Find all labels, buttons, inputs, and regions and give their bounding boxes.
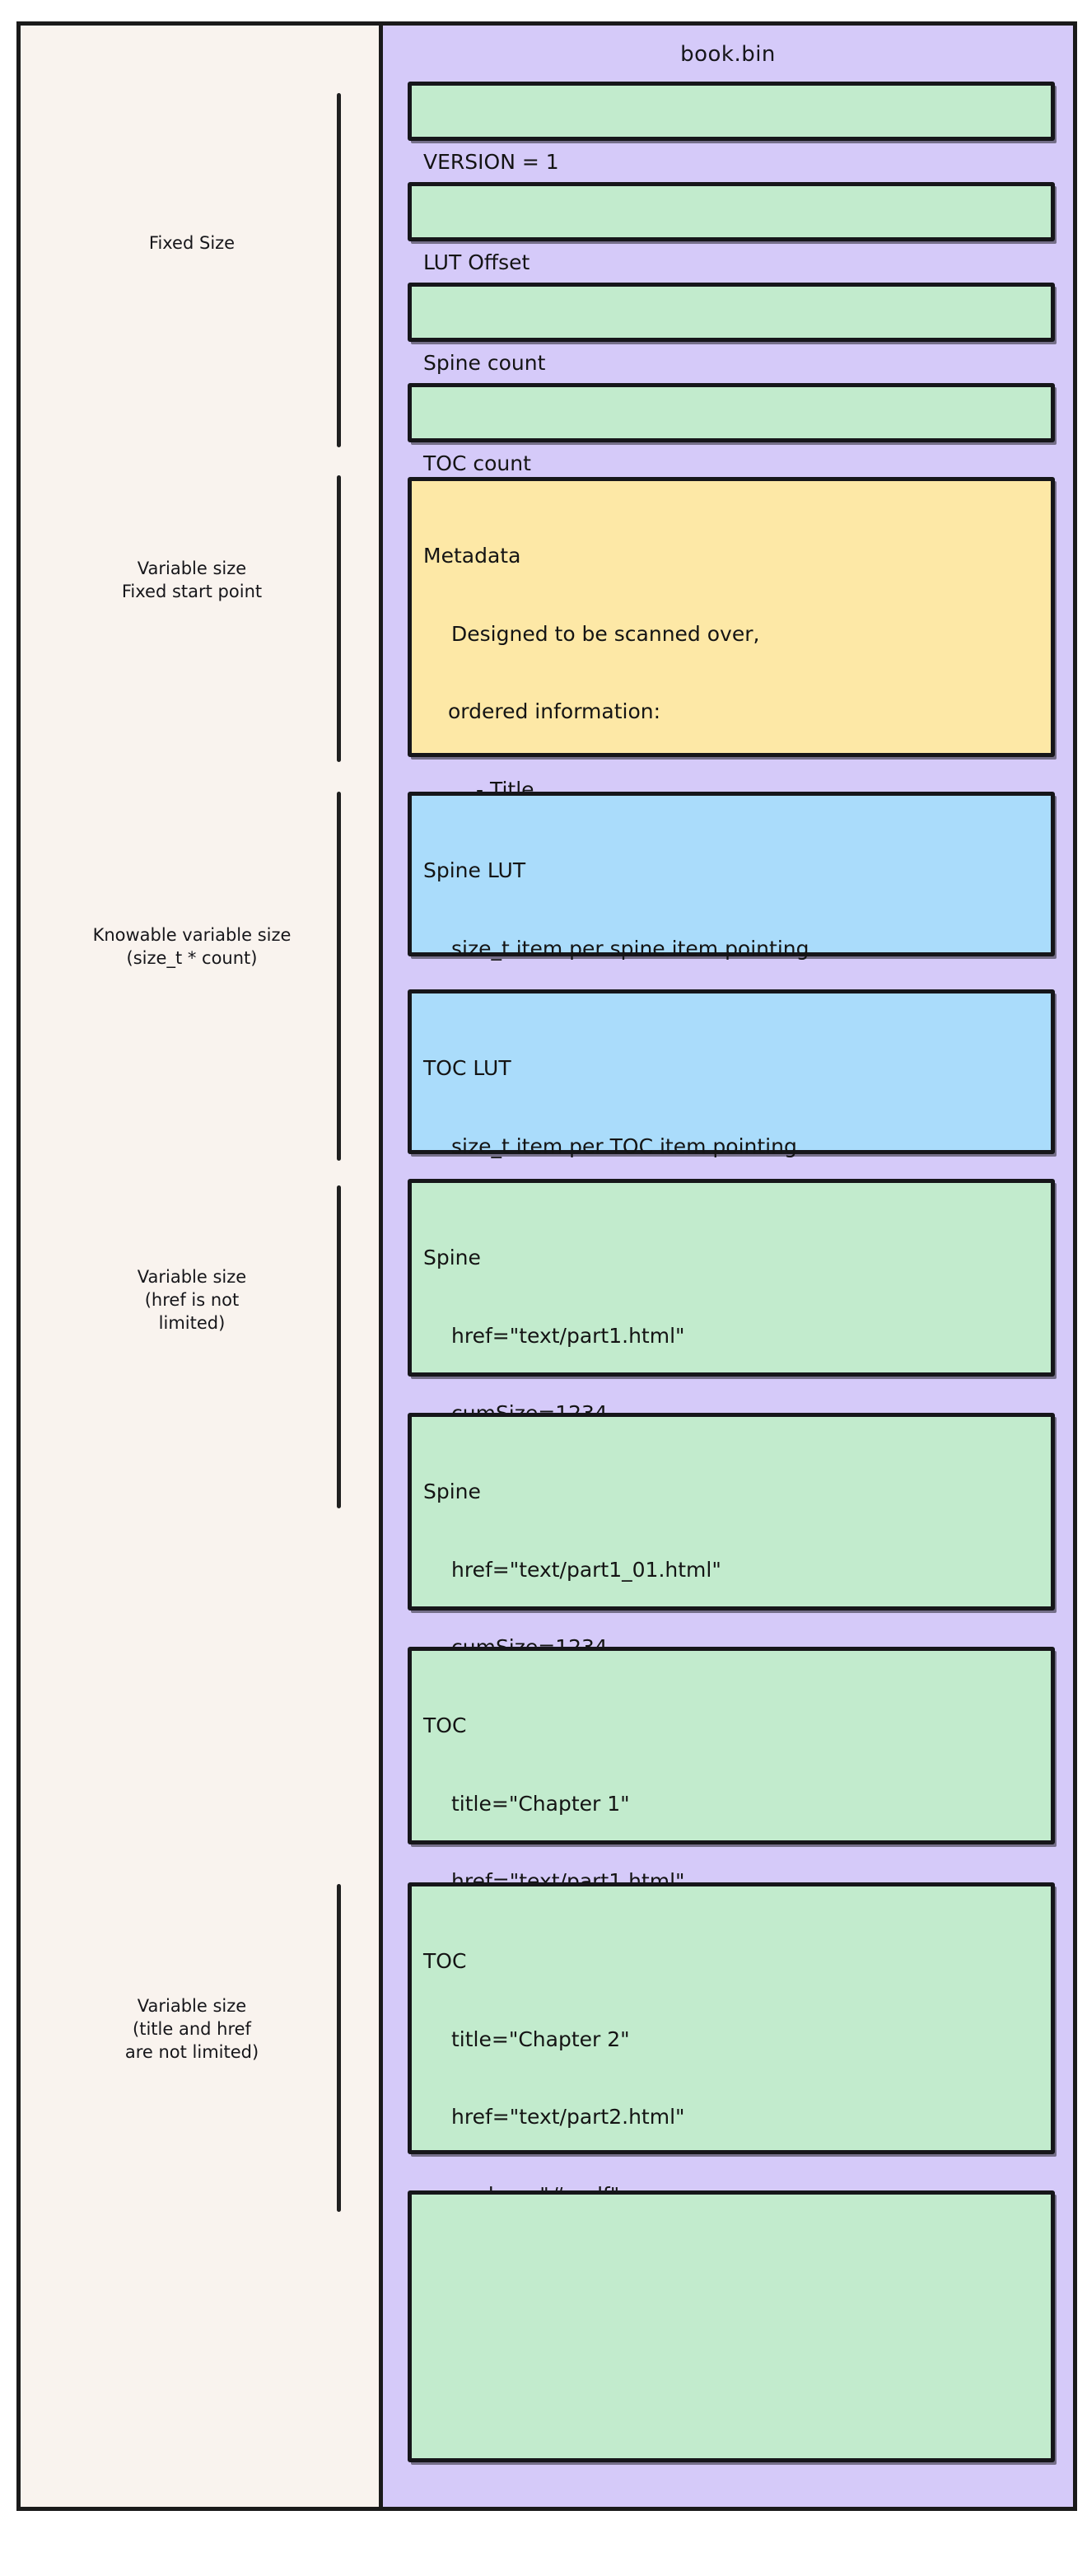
record-line: TOC count bbox=[423, 451, 531, 475]
file-title: book.bin bbox=[680, 42, 776, 67]
record-line: VERSION = 1 bbox=[423, 150, 559, 174]
record-toc-lut: TOC LUT size_t item per TOC item pointin… bbox=[408, 989, 1055, 1236]
group-label-fixed-size: Fixed Size bbox=[148, 233, 236, 253]
record-line: LUT Offset bbox=[423, 250, 530, 274]
record-line: Designed to be scanned over, bbox=[451, 621, 760, 646]
bracket-fixed-size bbox=[337, 93, 341, 447]
record-spine-count: Spine count bbox=[408, 283, 1055, 375]
record-version: VERSION = 1 bbox=[408, 82, 1055, 174]
record-line: Metadata bbox=[423, 544, 521, 568]
record-line: Spine LUT bbox=[423, 858, 526, 882]
record-line: href="text/part1.html" bbox=[451, 1323, 685, 1348]
record-line: title="Chapter 2" bbox=[451, 2027, 630, 2051]
record-lut-offset: LUT Offset bbox=[408, 182, 1055, 274]
group-label-variable-href: Variable size (href is not limited) bbox=[137, 1267, 247, 1334]
record-spine-3: TOC title="Chapter 1" href="text/part1.h… bbox=[408, 1647, 1055, 1971]
record-line: Spine bbox=[423, 1480, 481, 1503]
record-line: TOC bbox=[423, 1949, 467, 1973]
record-spine-count-lines: Spine count bbox=[412, 287, 1051, 442]
record-spine-1: Spine href="text/part1.html" cumSize=123… bbox=[408, 1179, 1055, 1503]
record-toc-count: TOC count bbox=[408, 383, 1055, 475]
record-line: Spine bbox=[423, 1246, 481, 1269]
record-line: href="text/part2.html" bbox=[451, 2105, 685, 2129]
bracket-knowable-variable bbox=[337, 792, 341, 1161]
annotation-panel: Fixed Size Variable size Fixed start poi… bbox=[21, 26, 383, 2507]
group-label-variable-fixed-start: Variable size Fixed start point bbox=[121, 559, 263, 602]
record-line: title="Chapter 1" bbox=[451, 1791, 630, 1816]
record-version-lines: VERSION = 1 bbox=[412, 86, 1051, 241]
record-toc-1: TOC title="Chapter 2" href="text/part2.h… bbox=[408, 1882, 1055, 2363]
record-line: TOC bbox=[423, 1713, 467, 1737]
record-lut-offset-lines: LUT Offset bbox=[412, 186, 1051, 341]
record-line: Spine count bbox=[423, 351, 546, 375]
record-toc-2-lines bbox=[412, 2195, 1051, 2576]
record-line: ordered information: bbox=[448, 699, 661, 723]
group-label-knowable-variable: Knowable variable size (size_t * count) bbox=[92, 925, 292, 969]
bracket-variable-fixed-start bbox=[337, 475, 341, 762]
record-toc-2 bbox=[408, 2190, 1055, 2462]
record-spine-lut: Spine LUT size_t item per spine item poi… bbox=[408, 792, 1055, 1038]
file-layout-panel: book.bin VERSION = 1 LUT Offset Spine co… bbox=[383, 26, 1073, 2507]
group-label-variable-title-href: Variable size (title and href are not li… bbox=[124, 1996, 259, 2063]
diagram-frame: Fixed Size Variable size Fixed start poi… bbox=[16, 21, 1077, 2511]
record-line: size_t item per TOC item pointing bbox=[451, 1134, 797, 1158]
bracket-variable-title-href bbox=[337, 1884, 341, 2212]
record-line: size_t item per spine item pointing bbox=[451, 936, 809, 961]
record-toc-count-lines: TOC count bbox=[412, 387, 1051, 542]
record-line: href="text/part1_01.html" bbox=[451, 1557, 721, 1582]
record-line: TOC LUT bbox=[423, 1056, 511, 1080]
bracket-variable-href bbox=[337, 1185, 341, 1508]
record-spine-2: Spine href="text/part1_01.html" cumSize=… bbox=[408, 1413, 1055, 1737]
record-metadata: Metadata Designed to be scanned over, or… bbox=[408, 477, 1055, 957]
